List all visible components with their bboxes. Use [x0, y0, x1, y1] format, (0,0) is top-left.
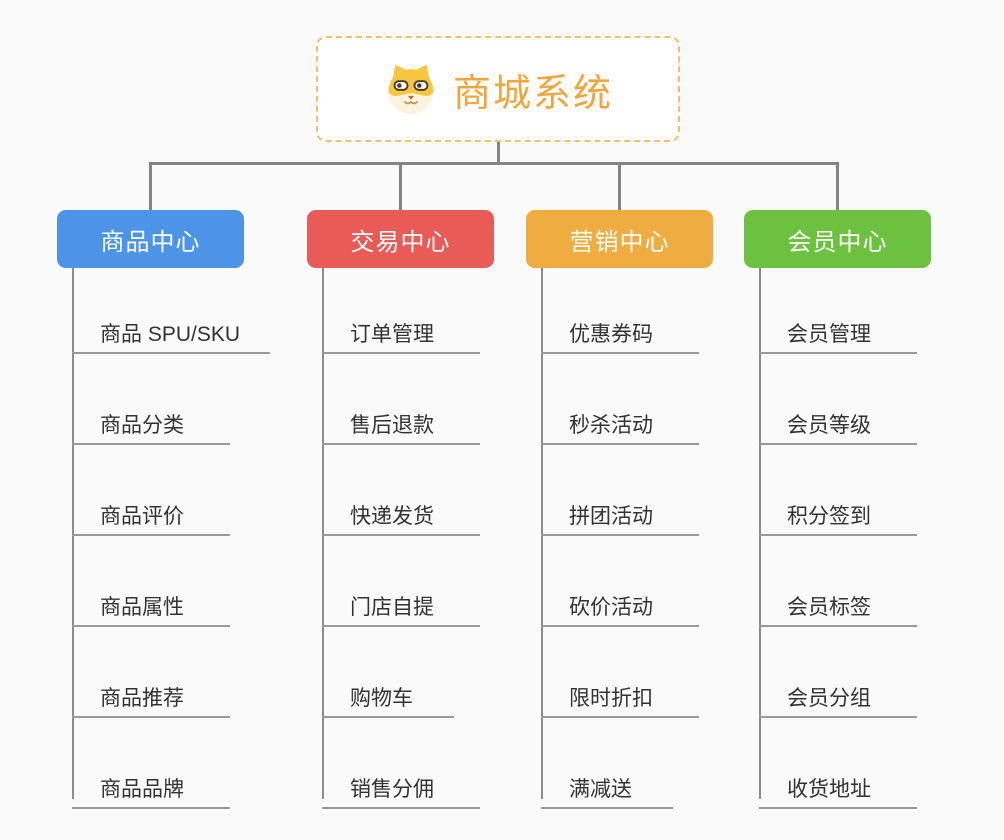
leaf-label: 会员标签	[787, 596, 871, 619]
leaf-node[interactable]: 售后退款	[322, 354, 480, 445]
leaf-label: 会员管理	[787, 323, 871, 346]
leaf-node[interactable]: 积分签到	[759, 445, 917, 536]
leaf-node[interactable]: 收货地址	[759, 718, 917, 809]
leaf-node[interactable]: 商品分类	[72, 354, 230, 445]
leaf-node[interactable]: 会员分组	[759, 627, 917, 718]
branch-header-products[interactable]: 商品中心	[57, 210, 244, 268]
connector-drop-4	[836, 162, 839, 212]
leaf-label: 限时折扣	[569, 687, 653, 710]
leaf-label: 售后退款	[350, 414, 434, 437]
trunk-line-products	[72, 266, 74, 799]
trunk-line-marketing	[541, 266, 543, 799]
leaf-node[interactable]: 秒杀活动	[541, 354, 699, 445]
leaf-label: 商品评价	[100, 505, 184, 528]
leaf-node[interactable]: 商品评价	[72, 445, 230, 536]
leaf-label: 商品分类	[100, 414, 184, 437]
leaf-label: 快递发货	[350, 505, 434, 528]
leaf-label: 会员等级	[787, 414, 871, 437]
root-node[interactable]: 商城系统	[316, 36, 680, 142]
leaf-label: 商品品牌	[100, 778, 184, 801]
branch-column-marketing: 优惠券码 秒杀活动 拼团活动 砍价活动 限时折扣 满减送	[541, 263, 699, 809]
root-title: 商城系统	[452, 72, 613, 115]
leaf-node[interactable]: 订单管理	[322, 263, 480, 354]
branch-header-marketing[interactable]: 营销中心	[526, 210, 713, 268]
leaf-node[interactable]: 商品品牌	[72, 718, 230, 809]
leaf-label: 销售分佣	[350, 778, 434, 801]
branch-column-members: 会员管理 会员等级 积分签到 会员标签 会员分组 收货地址	[759, 263, 917, 809]
leaf-label: 会员分组	[787, 687, 871, 710]
connector-root-stem	[497, 142, 500, 164]
leaf-label: 秒杀活动	[569, 414, 653, 437]
leaf-label: 优惠券码	[569, 323, 653, 346]
connector-drop-1	[149, 162, 152, 212]
connector-drop-3	[618, 162, 621, 212]
leaf-node[interactable]: 会员等级	[759, 354, 917, 445]
leaf-label: 商品推荐	[100, 687, 184, 710]
leaf-label: 门店自提	[350, 596, 434, 619]
leaf-node[interactable]: 商品属性	[72, 536, 230, 627]
leaf-label: 商品属性	[100, 596, 184, 619]
leaf-label: 商品 SPU/SKU	[100, 323, 241, 346]
branch-column-products: 商品 SPU/SKU 商品分类 商品评价 商品属性 商品推荐 商品品牌	[72, 263, 270, 809]
connector-drop-2	[399, 162, 402, 212]
leaf-node[interactable]: 商品推荐	[72, 627, 230, 718]
trunk-line-members	[759, 266, 761, 799]
trunk-line-trade	[322, 266, 324, 799]
leaf-node[interactable]: 满减送	[541, 718, 673, 809]
leaf-node[interactable]: 门店自提	[322, 536, 480, 627]
leaf-node[interactable]: 优惠券码	[541, 263, 699, 354]
branch-column-trade: 订单管理 售后退款 快递发货 门店自提 购物车 销售分佣	[322, 263, 480, 809]
leaf-label: 满减送	[569, 778, 632, 801]
leaf-label: 砍价活动	[569, 596, 653, 619]
leaf-node[interactable]: 拼团活动	[541, 445, 699, 536]
shiba-dog-icon	[388, 64, 434, 115]
connector-horizontal	[149, 162, 839, 165]
leaf-node[interactable]: 快递发货	[322, 445, 480, 536]
branch-header-trade[interactable]: 交易中心	[307, 210, 494, 268]
leaf-label: 拼团活动	[569, 505, 653, 528]
leaf-label: 购物车	[350, 687, 413, 710]
leaf-label: 收货地址	[787, 778, 871, 801]
leaf-node[interactable]: 砍价活动	[541, 536, 699, 627]
leaf-node[interactable]: 限时折扣	[541, 627, 699, 718]
leaf-node[interactable]: 会员标签	[759, 536, 917, 627]
leaf-node[interactable]: 购物车	[322, 627, 454, 718]
leaf-label: 订单管理	[350, 323, 434, 346]
leaf-node[interactable]: 销售分佣	[322, 718, 480, 809]
branch-header-members[interactable]: 会员中心	[744, 210, 931, 268]
leaf-label: 积分签到	[787, 505, 871, 528]
leaf-node[interactable]: 商品 SPU/SKU	[72, 263, 270, 354]
leaf-node[interactable]: 会员管理	[759, 263, 917, 354]
